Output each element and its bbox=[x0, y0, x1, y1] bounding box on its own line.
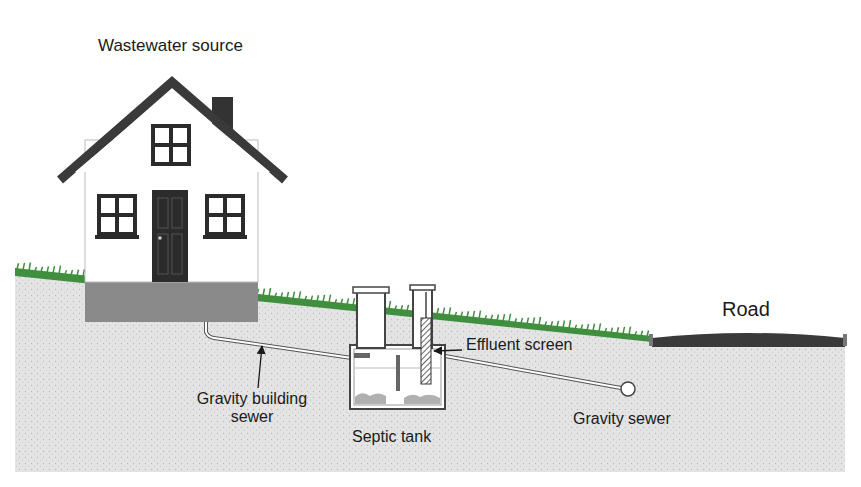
leader-arrow bbox=[434, 350, 462, 351]
part-label: Gravity building sewer bbox=[192, 390, 312, 427]
gable bbox=[75, 90, 270, 172]
part-label: Effluent screen bbox=[466, 336, 572, 354]
caption-label: Wastewater source bbox=[98, 36, 243, 56]
part-label: Gravity sewer bbox=[573, 410, 671, 428]
sill bbox=[95, 235, 139, 239]
septic-tank bbox=[350, 285, 445, 409]
road-edge bbox=[843, 334, 847, 346]
foundation bbox=[85, 282, 258, 322]
gravity-sewer-pipe bbox=[445, 356, 621, 388]
ground bbox=[15, 270, 845, 472]
place-label: Road bbox=[722, 298, 770, 321]
building-sewer-pipe bbox=[206, 322, 352, 358]
gravity-sewer-pipe bbox=[445, 356, 621, 388]
sewer-main bbox=[621, 382, 635, 396]
door bbox=[152, 190, 188, 282]
sill bbox=[203, 235, 247, 239]
road-edge bbox=[649, 334, 653, 346]
building-sewer-pipe bbox=[206, 322, 352, 358]
road-surface bbox=[652, 333, 845, 347]
roof bbox=[60, 82, 285, 180]
part-label: Septic tank bbox=[352, 428, 431, 446]
leader-arrow bbox=[258, 346, 262, 388]
